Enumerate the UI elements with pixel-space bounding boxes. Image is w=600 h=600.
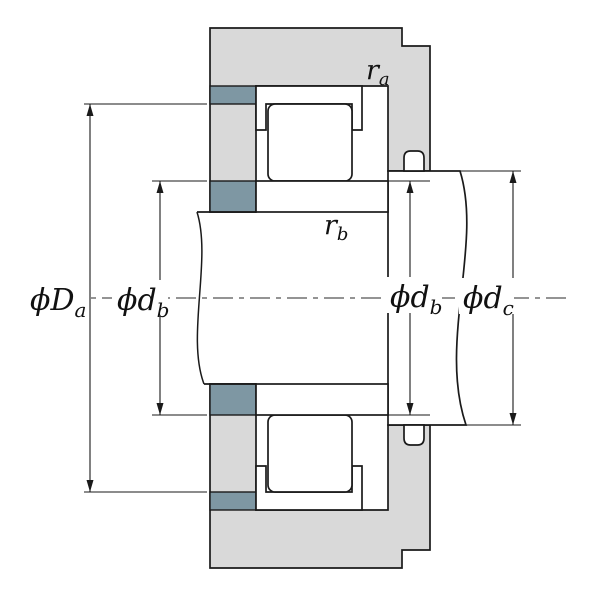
outer-ring-bottom — [255, 465, 363, 511]
Da-label: ϕDa — [30, 283, 86, 322]
Da-label-box — [26, 280, 88, 316]
locating-ring-tab-top — [403, 150, 425, 172]
inner-ring-bottom — [255, 383, 389, 416]
rb-label: rb — [324, 210, 348, 245]
roller-top — [267, 103, 353, 182]
shaft-left-break-curve — [196, 211, 205, 385]
db-right-label-box — [386, 277, 442, 313]
housing-abutment-spacer-top — [209, 85, 257, 105]
dimension-Da — [84, 103, 207, 493]
dc-label: ϕdc — [463, 281, 514, 320]
shaft-left-stub — [196, 211, 256, 385]
outer-ring-top — [255, 85, 363, 131]
bearing-lower-section — [255, 383, 389, 511]
db-left-label-box — [112, 280, 168, 316]
inner-ring-top — [255, 180, 389, 213]
ra-label: ra — [366, 55, 390, 90]
shaft-abutment-spacer-bottom — [209, 383, 257, 416]
db-left-label: ϕdb — [117, 283, 169, 322]
roller-bottom — [267, 414, 353, 493]
dc-label-box — [459, 278, 514, 314]
bearing-upper-section — [255, 85, 389, 213]
locating-ring-tab-bottom — [403, 424, 425, 446]
shaft-abutment-spacer-top — [209, 180, 257, 213]
housing-abutment-spacer-bottom — [209, 491, 257, 511]
db-right-label: ϕdb — [390, 280, 442, 319]
